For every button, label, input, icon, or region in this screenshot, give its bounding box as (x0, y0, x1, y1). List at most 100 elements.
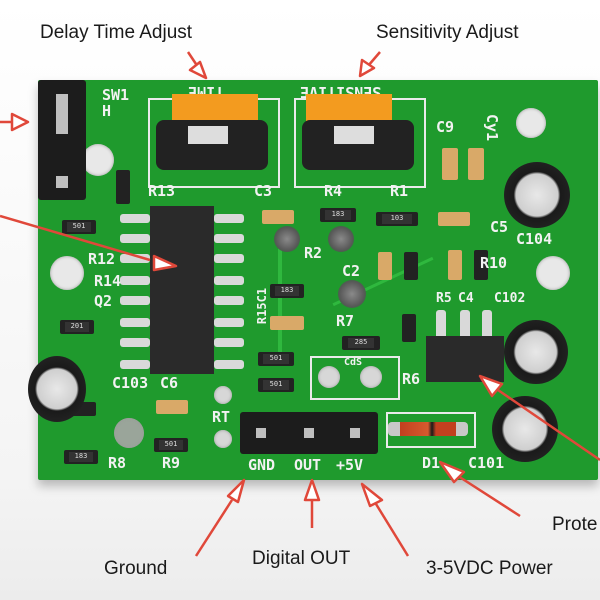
silk-r12: R12 (88, 250, 116, 268)
silk-rt: RT (212, 408, 231, 426)
resistor (116, 170, 130, 204)
resistor: 183 (320, 208, 356, 222)
transistor (274, 226, 300, 252)
header-pin-gnd[interactable] (256, 428, 266, 438)
silk-d1: D1 (422, 454, 441, 472)
resistor-code: 183 (325, 210, 351, 220)
ic-pin (120, 338, 150, 347)
silk-gnd: GND (248, 456, 276, 474)
sensitivity-potentiometer-knob[interactable] (306, 94, 392, 122)
capacitor (448, 250, 462, 280)
silk-c3: C3 (254, 182, 273, 200)
silk-sw1: SW1 (102, 86, 130, 104)
ic-pin (214, 234, 244, 243)
label-digital-out: Digital OUT (252, 548, 351, 569)
ic-pin (214, 338, 244, 347)
pot-window (188, 126, 228, 144)
label-delay-time-adjust: Delay Time Adjust (40, 22, 193, 43)
capacitor-cy1 (468, 148, 484, 180)
capacitor (262, 210, 294, 224)
ic-pin (120, 318, 150, 327)
rt-pad (214, 386, 232, 404)
resistor: 501 (62, 220, 96, 234)
silk-h: H (102, 102, 112, 120)
delay-time-potentiometer[interactable] (156, 120, 268, 170)
sw1-jumper-header[interactable] (38, 80, 86, 200)
silk-c104: C104 (516, 230, 553, 248)
silk-r8: R8 (108, 454, 127, 472)
ic-pin (214, 276, 244, 285)
resistor (474, 250, 488, 280)
resistor: 183 (270, 284, 304, 298)
resistor: 501 (154, 438, 188, 452)
silk-c102: C102 (494, 291, 526, 306)
resistor-code: 285 (348, 338, 374, 348)
silk-r10: R10 (480, 254, 508, 272)
silk-r15-c1: R15C1 (255, 287, 270, 324)
mounting-hole (82, 144, 114, 176)
resistor-code: 501 (263, 380, 289, 390)
silk-c9: C9 (436, 118, 455, 136)
silk-r1: R1 (390, 182, 409, 200)
silk-cy1: Cy1 (483, 113, 502, 142)
pot-window (334, 126, 374, 144)
ic-pin (120, 296, 150, 305)
silk-r7: R7 (336, 312, 355, 330)
silk-c2: C2 (342, 262, 361, 280)
rt-pad (214, 430, 232, 448)
ic-pin (214, 214, 244, 223)
mounting-hole (114, 418, 144, 448)
pcb-trace (278, 240, 282, 360)
output-pin-header[interactable] (240, 412, 378, 454)
cds-pad (318, 366, 340, 388)
silk-cds: CdS (344, 357, 363, 368)
electrolytic-capacitor-c101 (492, 396, 558, 462)
jumper-pin (56, 94, 68, 134)
label-protection: Prote (552, 514, 598, 535)
capacitor (378, 252, 392, 280)
voltage-regulator (426, 336, 504, 382)
electrolytic-capacitor-c103 (28, 356, 86, 422)
silk-c4: C4 (458, 291, 474, 306)
header-pin-vcc[interactable] (350, 428, 360, 438)
capacitor-c9 (442, 148, 458, 180)
silk-c5: C5 (490, 218, 509, 236)
resistor: 285 (342, 336, 380, 350)
regulator-pin (436, 310, 446, 340)
sensitivity-potentiometer[interactable] (302, 120, 414, 170)
mounting-hole (536, 256, 570, 290)
regulator-pin (482, 310, 492, 340)
silk-c1: C1 (255, 287, 270, 303)
silk-out: OUT (294, 456, 322, 474)
resistor-code: 501 (159, 440, 183, 450)
resistor-code: 501 (67, 222, 91, 232)
ic-pin (214, 318, 244, 327)
jumper-pin (56, 176, 68, 188)
resistor (404, 252, 418, 280)
regulator-pin (460, 310, 470, 340)
mounting-hole (50, 256, 84, 290)
resistor-r6 (402, 314, 416, 342)
ic-pin (214, 360, 244, 369)
ic-pin (214, 296, 244, 305)
ic-pin (120, 276, 150, 285)
capacitor (438, 212, 470, 226)
ic-pin (120, 360, 150, 369)
resistor-code: 201 (65, 322, 89, 332)
silk-r14: R14 (94, 272, 122, 290)
resistor: 201 (60, 320, 94, 334)
silk-r5: R5 (436, 291, 452, 306)
transistor (328, 226, 354, 252)
silk-r9: R9 (162, 454, 181, 472)
silk-r4: R4 (324, 182, 343, 200)
transistor (338, 280, 366, 308)
resistor-code: 501 (263, 354, 289, 364)
resistor: 183 (64, 450, 98, 464)
label-ground: Ground (104, 558, 168, 579)
delay-time-potentiometer-knob[interactable] (172, 94, 258, 122)
silk-plus5v: +5V (336, 456, 364, 474)
header-pin-out[interactable] (304, 428, 314, 438)
pir-sensor-board: SW1 H TIME R13 C3 SENSITIVE R4 R1 C9 Cy1… (28, 80, 598, 480)
label-sensitivity-adjust: Sensitivity Adjust (376, 22, 519, 43)
resistor: 501 (258, 352, 294, 366)
